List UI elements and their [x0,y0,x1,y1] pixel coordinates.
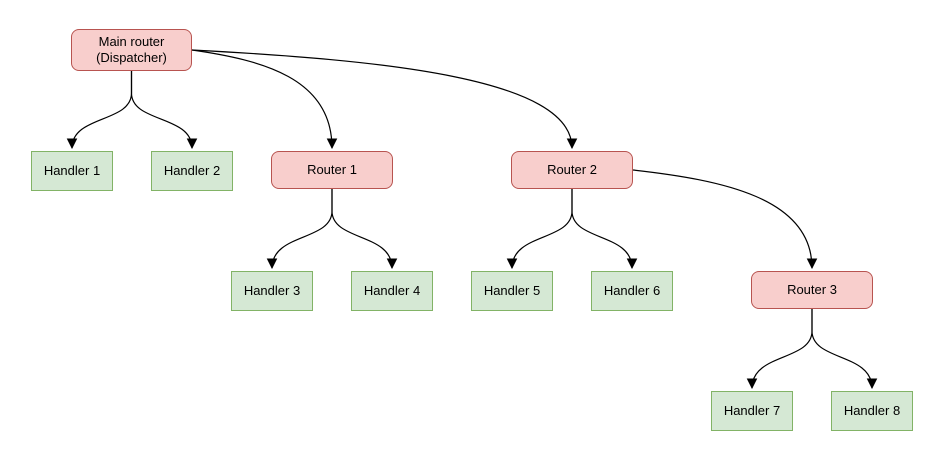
node-handler-2: Handler 2 [151,151,233,191]
node-handler-6: Handler 6 [591,271,673,311]
node-handler-1: Handler 1 [31,151,113,191]
node-router-1: Router 1 [271,151,393,189]
node-main-router-dispatcher: Main router (Dispatcher) [71,29,192,71]
node-router-2: Router 2 [511,151,633,189]
node-handler-8: Handler 8 [831,391,913,431]
node-handler-7: Handler 7 [711,391,793,431]
node-handler-3: Handler 3 [231,271,313,311]
node-handler-4: Handler 4 [351,271,433,311]
node-handler-5: Handler 5 [471,271,553,311]
node-router-3: Router 3 [751,271,873,309]
